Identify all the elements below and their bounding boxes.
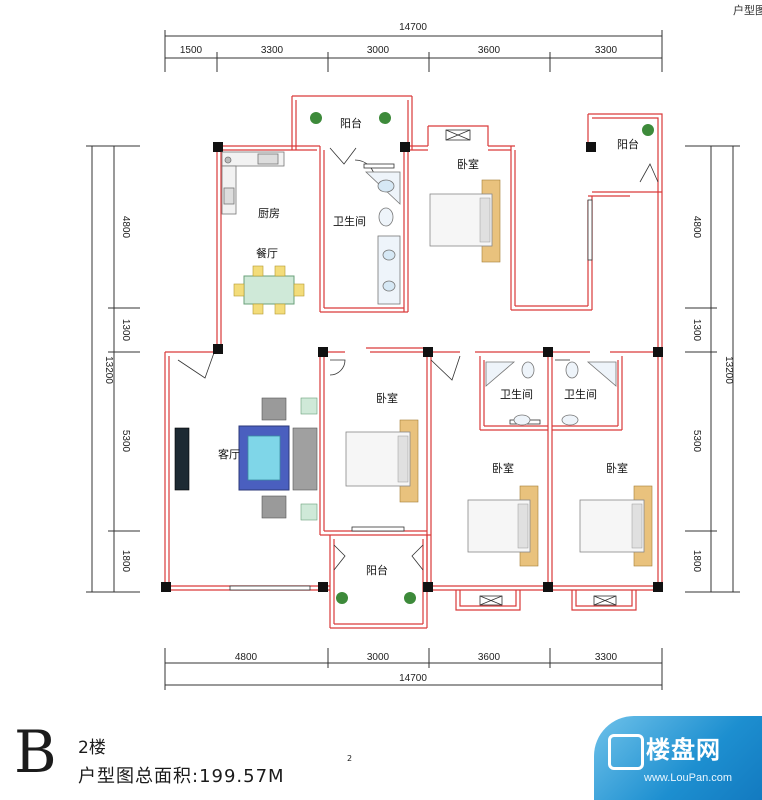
- unit-type-letter: B: [14, 718, 57, 786]
- dim-top-total: 14700: [399, 22, 427, 33]
- label-bath-left: 卫生间: [500, 387, 533, 401]
- dim-left-3: 5300: [120, 430, 131, 453]
- house-logo-icon: [608, 734, 644, 770]
- dim-bottom-3: 3600: [478, 652, 501, 663]
- total-area-text: 户型图总面积:199.57M: [78, 766, 285, 787]
- header-label: 户型图: [733, 4, 762, 17]
- bathroom-fixtures-lower: [485, 361, 617, 426]
- bed-center: [345, 419, 419, 503]
- plant-icons: [310, 112, 654, 604]
- dim-right-3: 5300: [691, 430, 702, 453]
- dim-left-total: 13200: [103, 356, 114, 384]
- dim-bottom-total: 14700: [399, 673, 427, 684]
- living-room-furniture: [174, 397, 318, 521]
- windows: [229, 129, 617, 606]
- dim-left-1: 4800: [120, 216, 131, 239]
- dim-top-3: 3000: [367, 45, 390, 56]
- dim-left-4: 1800: [120, 550, 131, 573]
- pillars: [161, 142, 663, 592]
- label-bedroom-lower-left: 卧室: [492, 461, 514, 475]
- dim-top-2: 3300: [261, 45, 284, 56]
- label-balcony-top: 阳台: [340, 116, 362, 130]
- label-bedroom-center: 卧室: [376, 391, 398, 405]
- dim-left-2: 1300: [120, 319, 131, 342]
- logo-text: 楼盘网: [646, 736, 721, 764]
- dim-right-total: 13200: [723, 356, 734, 384]
- label-dining: 餐厅: [256, 246, 278, 260]
- dim-right-2: 1300: [691, 319, 702, 342]
- dining-table: [233, 265, 305, 315]
- kitchen-counter: [221, 151, 285, 215]
- loupan-logo: 楼盘网 www.LouPan.com: [594, 716, 762, 800]
- label-kitchen: 厨房: [258, 207, 280, 220]
- label-bath-main: 卫生间: [333, 214, 366, 228]
- dim-bottom-2: 3000: [367, 652, 390, 663]
- room-labels: 阳台 阳台 厨房 餐厅 卫生间 卧室 客厅 卧室 卫生间 卫生间 卧室 卧室 阳…: [218, 116, 639, 577]
- dim-bottom-4: 3300: [595, 652, 618, 663]
- bed-top: [429, 179, 501, 263]
- floor-label: 2楼: [78, 738, 106, 758]
- dimension-labels: 14700 1500 3300 3000 3600 3300 4800 3000…: [103, 22, 734, 684]
- bed-lower-left: [467, 485, 539, 567]
- bed-lower-right: [579, 485, 653, 567]
- label-bedroom-top: 卧室: [457, 157, 479, 171]
- logo-url: www.LouPan.com: [644, 772, 733, 784]
- label-living: 客厅: [218, 447, 240, 461]
- dim-top-5: 3300: [595, 45, 618, 56]
- dim-top-1: 1500: [180, 45, 203, 56]
- label-balcony-right: 阳台: [617, 137, 639, 151]
- dim-right-4: 1800: [691, 550, 702, 573]
- label-balcony-bottom: 阳台: [366, 563, 388, 577]
- area-unit-superscript: 2: [347, 754, 353, 763]
- label-bedroom-lower-right: 卧室: [606, 461, 628, 475]
- dim-bottom-1: 4800: [235, 652, 258, 663]
- dim-right-1: 4800: [691, 216, 702, 239]
- dim-top-4: 3600: [478, 45, 501, 56]
- bathroom-fixtures-main: [364, 171, 401, 305]
- label-bath-right: 卫生间: [564, 387, 597, 401]
- dimension-lines: [86, 30, 740, 690]
